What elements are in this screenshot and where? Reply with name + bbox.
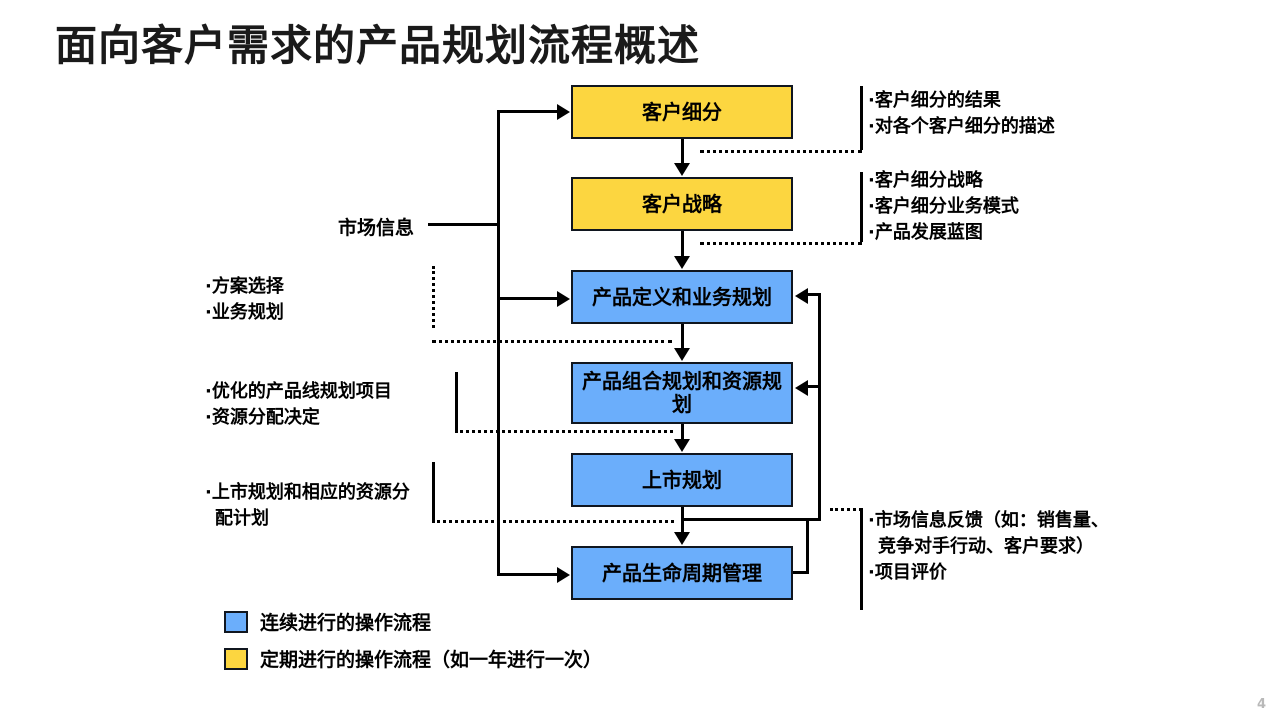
annotation-item: 优化的产品线规划项目	[211, 381, 392, 402]
left-bracket-1-horizontal	[432, 340, 672, 343]
annotation-strategy-output: ·客户细分战略 ·客户细分业务模式 ·产品发展蓝图	[868, 170, 1019, 244]
feedback-arrow-to-product-definition	[795, 288, 808, 304]
legend-item-periodic: 定期进行的操作流程（如一年进行一次）	[224, 645, 602, 672]
left-bracket-2-vertical	[455, 372, 458, 430]
right-bracket-3-horizontal	[830, 508, 862, 511]
legend-swatch-periodic-icon	[224, 647, 248, 670]
left-bracket-1-vertical	[432, 266, 435, 328]
legend-label: 定期进行的操作流程（如一年进行一次）	[260, 649, 603, 671]
annotation-item: 资源分配决定	[211, 407, 320, 429]
flow-line-2	[681, 231, 684, 258]
right-bracket-2-horizontal	[700, 242, 862, 245]
feedback-takeoff-line	[681, 518, 821, 521]
page-number: 4	[1256, 697, 1266, 712]
process-box-label: 客户战略	[642, 191, 722, 216]
process-box-customer-segmentation[interactable]: 客户细分	[571, 85, 793, 139]
annotation-item: 对各个客户细分的描述	[874, 116, 1055, 138]
annotation-item: 市场信息反馈（如：销售量、竞争对手行动、客户要求）	[874, 510, 1109, 558]
flow-arrow-4	[674, 439, 690, 452]
annotation-solution-selection: ·方案选择 ·业务规划	[205, 276, 284, 324]
flow-arrow-5	[674, 532, 690, 545]
right-bracket-2-vertical	[860, 172, 863, 242]
market-info-label: 市场信息	[338, 217, 415, 239]
left-bus-vertical	[497, 110, 500, 576]
feedback-arrow-to-portfolio	[795, 380, 808, 396]
process-box-product-definition[interactable]: 产品定义和业务规划	[571, 270, 793, 324]
process-box-label: 产品定义和业务规划	[592, 284, 772, 309]
process-box-customer-strategy[interactable]: 客户战略	[571, 177, 793, 231]
flow-line-4	[681, 424, 684, 441]
process-box-label: 上市规划	[642, 467, 722, 492]
right-bracket-3-vertical	[860, 508, 863, 610]
annotation-item: 上市规划和相应的资源分配计划	[211, 482, 410, 530]
process-box-label: 产品组合规划和资源规划	[582, 369, 782, 416]
arrow-to-lifecycle	[557, 567, 570, 583]
branch-line-to-lifecycle	[497, 573, 559, 576]
annotation-item: 客户细分业务模式	[874, 196, 1019, 218]
process-box-lifecycle-management[interactable]: 产品生命周期管理	[571, 546, 793, 600]
annotation-launch-resource-plan: ·上市规划和相应的资源分配计划	[205, 482, 410, 530]
annotation-optimized-roadmap: ·优化的产品线规划项目 ·资源分配决定	[205, 381, 392, 429]
flow-arrow-2	[674, 256, 690, 269]
annotation-item: 客户细分的结果	[874, 90, 1001, 111]
market-info-feed-line	[428, 223, 500, 226]
feedback-bus-vertical	[818, 293, 821, 521]
arrow-to-segmentation	[557, 104, 570, 120]
feedback-line-to-portfolio	[808, 385, 821, 388]
process-box-label: 产品生命周期管理	[602, 560, 762, 585]
flow-line-1	[681, 139, 684, 165]
annotation-item: 项目评价	[874, 562, 947, 584]
right-bracket-1-horizontal	[700, 150, 862, 153]
feedback-loop-vertical	[806, 518, 809, 574]
annotation-item: 业务规划	[211, 302, 284, 324]
annotation-segmentation-output: ·客户细分的结果 ·对各个客户细分的描述	[868, 90, 1055, 138]
left-bracket-3-horizontal	[432, 520, 674, 523]
page-title: 面向客户需求的产品规划流程概述	[55, 21, 701, 70]
legend-label: 连续进行的操作流程	[260, 612, 432, 634]
feedback-loop-line	[793, 571, 809, 574]
legend-item-continuous: 连续进行的操作流程	[224, 608, 431, 635]
legend-swatch-continuous-icon	[224, 610, 248, 633]
branch-line-to-product-definition	[497, 297, 559, 300]
annotation-market-feedback: ·市场信息反馈（如：销售量、竞争对手行动、客户要求） ·项目评价	[868, 510, 1109, 584]
right-bracket-1-vertical	[860, 86, 863, 150]
branch-line-to-segmentation	[497, 110, 559, 113]
process-box-launch-planning[interactable]: 上市规划	[571, 453, 793, 507]
left-bracket-3-vertical	[432, 462, 435, 520]
process-box-portfolio-resource[interactable]: 产品组合规划和资源规划	[571, 362, 793, 424]
annotation-item: 产品发展蓝图	[874, 222, 983, 244]
annotation-item: 客户细分战略	[874, 170, 983, 191]
flow-arrow-1	[674, 163, 690, 176]
process-box-label: 客户细分	[642, 99, 722, 124]
arrow-to-product-definition	[557, 291, 570, 307]
flow-arrow-3	[674, 348, 690, 361]
left-bracket-2-horizontal	[455, 430, 673, 433]
flow-line-3	[681, 324, 684, 350]
annotation-item: 方案选择	[211, 276, 284, 297]
feedback-line-to-product-definition	[808, 293, 821, 296]
